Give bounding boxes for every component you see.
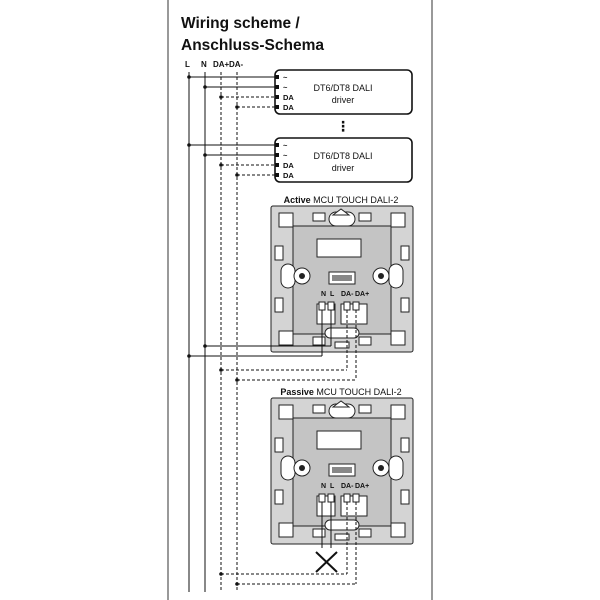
driver-2-label-line2: driver	[332, 163, 355, 173]
passive-unit-title-name: MCU TOUCH DALI-2	[314, 387, 402, 397]
driver-1-label-line2: driver	[332, 95, 355, 105]
bus-label-n: N	[201, 60, 207, 69]
driver-1-terminal-4: DA	[283, 103, 294, 112]
diagram-title-line1: Wiring scheme /	[181, 15, 300, 32]
bus-label-da-minus: DA-	[229, 60, 244, 69]
bus-labels: L N DA+ DA-	[185, 60, 244, 69]
driver-2-terminal-3: DA	[283, 161, 294, 170]
bus-label-l: L	[185, 60, 190, 69]
passive-unit-terminal-l: L	[330, 483, 335, 490]
ellipsis-more-drivers: ⋮	[336, 119, 350, 135]
passive-unit-terminal-n: N	[321, 483, 326, 490]
active-unit-title-bold: Active	[284, 195, 311, 205]
passive-unit-terminal-da-plus: DA+	[355, 483, 369, 490]
driver-1-box	[274, 69, 413, 115]
driver-1-terminal-2: ~	[283, 83, 288, 92]
passive-unit-panel	[270, 397, 414, 545]
driver-1-label-line1: DT6/DT8 DALI	[313, 83, 372, 93]
passive-unit-title: Passive MCU TOUCH DALI-2	[280, 387, 401, 397]
driver-2-label-line1: DT6/DT8 DALI	[313, 151, 372, 161]
no-mains-connection-cross-icon	[315, 551, 338, 573]
active-unit-title-name: MCU TOUCH DALI-2	[311, 195, 399, 205]
driver-2-terminal-4: DA	[283, 171, 294, 180]
active-unit-terminal-da-minus: DA-	[341, 291, 354, 298]
driver-2-terminal-2: ~	[283, 151, 288, 160]
active-unit-terminal-l: L	[330, 291, 335, 298]
driver-2-box	[274, 137, 413, 183]
passive-unit-title-bold: Passive	[280, 387, 314, 397]
diagram-title-line2: Anschluss-Schema	[181, 37, 324, 54]
driver-1: ~ ~ DA DA DT6/DT8 DALI driver	[187, 69, 413, 115]
bus-lines	[188, 72, 238, 592]
driver-1-terminal-1: ~	[283, 73, 288, 82]
active-unit-panel	[270, 205, 414, 353]
bus-label-da-plus: DA+	[213, 60, 230, 69]
driver-2-terminal-1: ~	[283, 141, 288, 150]
driver-2: ~ ~ DA DA DT6/DT8 DALI driver	[187, 137, 413, 183]
active-unit-terminal-n: N	[321, 291, 326, 298]
active-unit: Active MCU TOUCH DALI-2 N L DA- DA+	[187, 195, 414, 382]
active-unit-title: Active MCU TOUCH DALI-2	[284, 195, 399, 205]
passive-unit: Passive MCU TOUCH DALI-2 N L DA- DA+	[219, 387, 414, 586]
driver-1-terminal-3: DA	[283, 93, 294, 102]
passive-unit-terminal-da-minus: DA-	[341, 483, 354, 490]
active-unit-terminal-da-plus: DA+	[355, 291, 369, 298]
